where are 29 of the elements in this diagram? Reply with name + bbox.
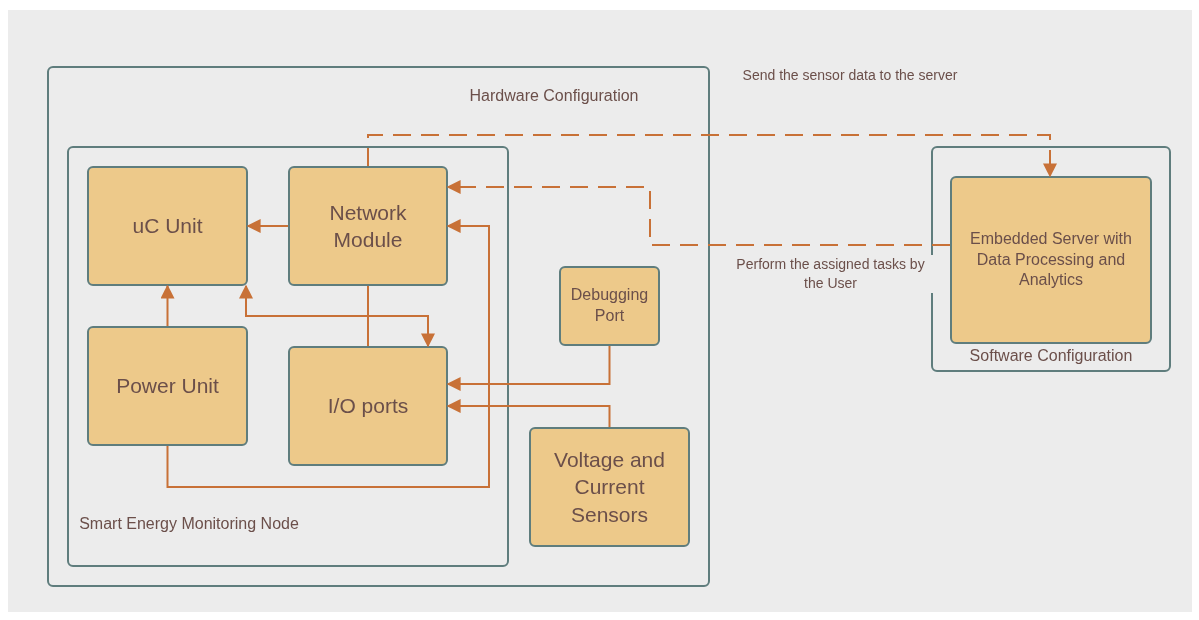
group-heading: Software Configuration (968, 346, 1134, 366)
arrow (367, 134, 1057, 178)
box-label: Voltage and Current Sensors (553, 447, 666, 528)
group-heading: Hardware Configuration (468, 86, 640, 106)
box-label: I/O ports (326, 393, 410, 420)
group-container (931, 146, 1171, 372)
component-box (529, 427, 690, 547)
group-heading: Smart Energy Monitoring Node (79, 514, 299, 534)
arrow (246, 219, 289, 233)
arrow (160, 284, 175, 327)
box-label: Network Module (328, 199, 408, 253)
box-label: Embedded Server with Data Processing and Analytics (969, 228, 1133, 291)
box-label: Debugging Port (569, 285, 650, 326)
arrow (166, 219, 490, 488)
component-box (950, 176, 1152, 344)
box-label: uC Unit (131, 213, 204, 240)
arrow (446, 345, 611, 391)
arrow (446, 180, 951, 246)
box-label: Power Unit (115, 373, 220, 400)
group-container (47, 66, 710, 587)
component-box (87, 326, 248, 446)
component-box (288, 166, 448, 286)
arrow (367, 285, 435, 348)
component-box (559, 266, 660, 346)
component-box (87, 166, 248, 286)
group-container (67, 146, 509, 567)
arrow (446, 399, 611, 428)
arrow (239, 284, 369, 347)
component-box (288, 346, 448, 466)
